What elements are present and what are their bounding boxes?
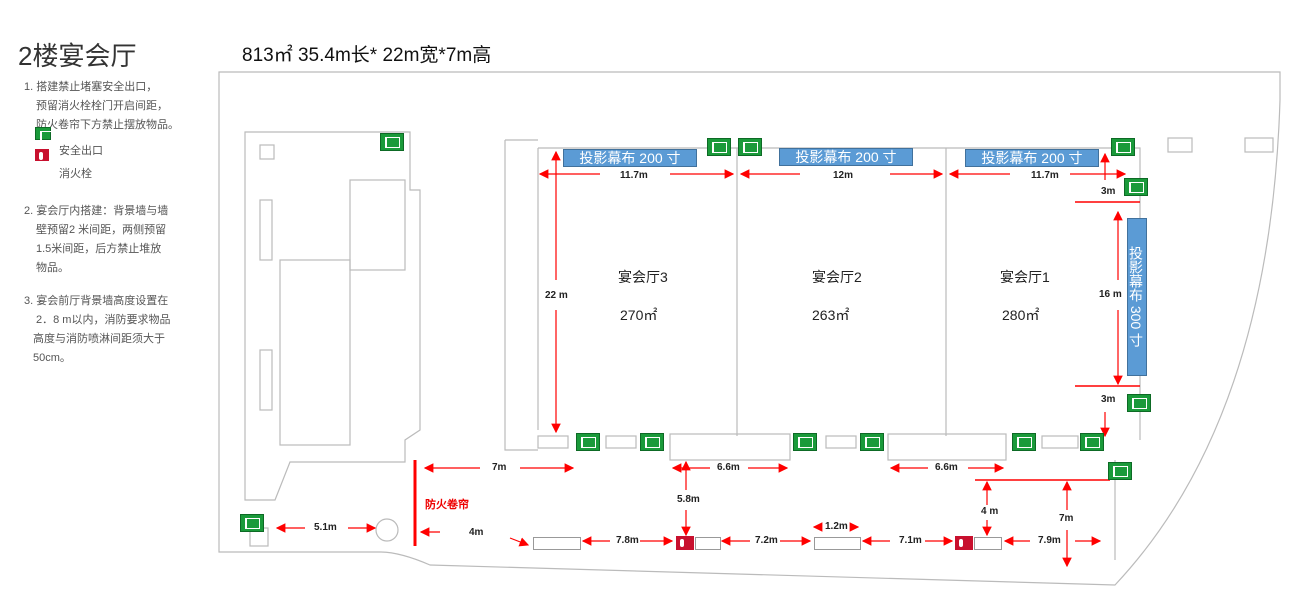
dimension-label: 16 m [1098,289,1123,300]
fire-shutter-label: 防火卷帘 [425,499,469,511]
note-line: 2. 宴会厅内搭建：背景墙与墙 [24,205,169,217]
dimension-label: 1.2m [824,521,849,532]
hall-3-area: 270㎡ [620,307,658,323]
hall-2-area: 263㎡ [812,307,850,323]
note-line: 1. 搭建禁止堵塞安全出口， [24,81,158,93]
exit-sign-icon [576,433,600,451]
hall-dimensions-summary: 813㎡ 35.4m长* 22m宽*7m高 [242,45,492,66]
dimension-label: 11.7m [619,170,649,181]
exit-sign-icon [1127,394,1151,412]
dimension-label: 12m [832,170,855,181]
dimension-label: 5.8m [676,494,701,505]
note-line: 50cm。 [33,352,71,364]
note-1: 1. 搭建禁止堵塞安全出口， 预留消火栓栓门开启间距， 防火卷帘下方禁止摆放物品… [24,78,179,135]
dimension-label: 7m [1058,513,1075,524]
building-outline [218,71,1281,586]
projection-screen-hall1: 投影幕布 200 寸 [965,149,1099,167]
exit-sign-icon [738,138,762,156]
dimension-label: 7m [491,462,508,473]
page-title: 2楼宴会厅 [18,41,137,71]
exit-sign-icon [1111,138,1135,156]
hall-walls [504,139,1141,451]
note-line: 防火卷帘下方禁止摆放物品。 [36,119,179,131]
note-line: 2．8 m以内，消防要求物品 [36,314,171,326]
exit-sign-icon [1012,433,1036,451]
dimension-label: 5.1m [313,522,338,533]
legend-exit-label: 安全出口 [59,145,103,157]
exit-sign-icon [640,433,664,451]
dimension-label: 7.2m [754,535,779,546]
dimension-label: 4 m [980,506,1000,517]
note-line: 3. 宴会前厅背景墙高度设置在 [24,295,169,307]
legend-hydrant-icon [35,149,49,161]
note-line: 壁预留2 米间距，两侧预留 [36,224,167,236]
dimension-label: 6.6m [716,462,741,473]
dimension-label: 3m [1100,394,1117,405]
exit-sign-icon [707,138,731,156]
note-line: 预留消火栓栓门开启间距， [36,100,168,112]
exit-sign-icon [1108,462,1132,480]
dimension-label: 7.8m [615,535,640,546]
dimension-label: 3m [1100,186,1117,197]
hall-3-name: 宴会厅3 [618,269,668,285]
fire-hydrant-icon [955,536,973,550]
dimension-label: 6.6m [934,462,959,473]
projection-screen-hall2: 投影幕布 200 寸 [779,148,913,166]
dimension-label: 7.1m [898,535,923,546]
note-line: 1.5米间距，后方禁止堆放 [36,243,162,255]
hall-1-area: 280㎡ [1002,307,1040,323]
backdrop-wall [695,537,721,550]
hall-2-name: 宴会厅2 [812,269,862,285]
stair-core [244,131,421,501]
backdrop-wall [533,537,581,550]
projection-screen-hall3: 投影幕布 200 寸 [563,149,697,167]
note-line: 高度与消防喷淋间距须大于 [33,333,165,345]
dimension-label: 4m [468,527,485,538]
dimension-label: 11.7m [1030,170,1060,181]
note-3: 3. 宴会前厅背景墙高度设置在 2．8 m以内，消防要求物品 高度与消防喷淋间距… [24,292,170,368]
fire-hydrant-icon [676,536,694,550]
exit-sign-icon [240,514,264,532]
exit-sign-icon [793,433,817,451]
dimension-arrows [275,150,1127,568]
dimension-label: 22 m [544,290,569,301]
backdrop-wall [974,537,1002,550]
hall-1-name: 宴会厅1 [1000,269,1050,285]
note-line: 物品。 [36,262,69,274]
dimension-label: 7.9m [1037,535,1062,546]
exit-sign-icon [860,433,884,451]
legend-hydrant-label: 消火栓 [59,168,92,180]
projection-screen-side: 投影幕布 300 寸 [1127,218,1147,376]
exit-sign-icon [380,133,404,151]
legend-exit-icon [35,127,55,142]
note-2: 2. 宴会厅内搭建：背景墙与墙 壁预留2 米间距，两侧预留 1.5米间距，后方禁… [24,202,168,278]
exit-sign-icon [1080,433,1104,451]
exit-sign-icon [1124,178,1148,196]
backdrop-wall [814,537,861,550]
